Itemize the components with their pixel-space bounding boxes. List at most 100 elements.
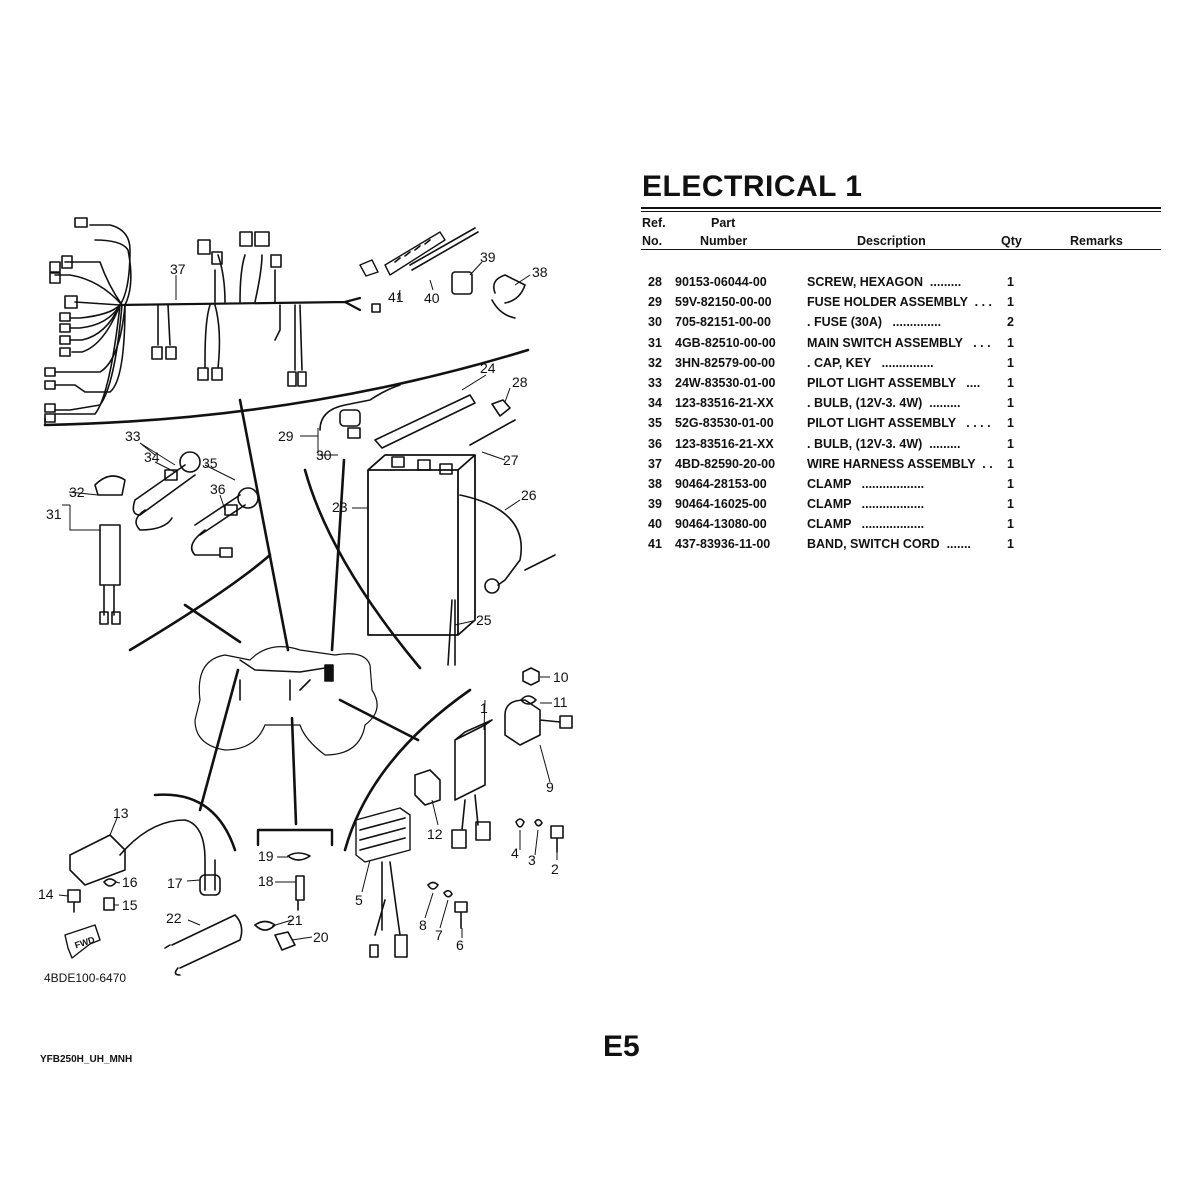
diagram-stroke xyxy=(49,261,61,273)
ref-cell: 40 xyxy=(648,517,662,532)
diagram-stroke xyxy=(44,380,56,390)
starter-relay-9-icon xyxy=(504,699,561,746)
diagram-stroke xyxy=(54,304,126,373)
washer-8-icon xyxy=(427,881,439,890)
key-cap-icon xyxy=(94,475,126,496)
diagram-stroke xyxy=(391,456,405,468)
callout-29: 29 xyxy=(278,428,294,444)
header-part-line2: Number xyxy=(700,234,748,248)
qty-cell: 1 xyxy=(1007,476,1014,491)
callout-7: 7 xyxy=(435,927,443,943)
fuse-holder-icon xyxy=(319,384,401,431)
diagram-stroke xyxy=(524,554,556,571)
diagram-stroke xyxy=(361,859,371,893)
diagram-stroke xyxy=(165,346,177,360)
header-ref-line1: Ref. xyxy=(642,216,666,230)
diagram-stroke xyxy=(461,794,479,831)
diagram-stroke xyxy=(539,744,551,783)
diagram-stroke xyxy=(59,323,71,333)
breather-25-icon xyxy=(447,599,456,666)
part-number-cell: 52G-83530-01-00 xyxy=(675,416,774,431)
description-cell: CLAMP .................. xyxy=(807,517,925,532)
qty-cell: 1 xyxy=(1007,295,1014,310)
qty-cell: 1 xyxy=(1007,275,1014,289)
washer-19-icon xyxy=(287,852,311,861)
diagram-stroke xyxy=(347,427,361,439)
clamp-39-icon xyxy=(451,271,473,295)
callout-25: 25 xyxy=(476,612,492,628)
diagram-stroke xyxy=(374,861,401,936)
part-number-cell: 59V-82150-00-00 xyxy=(675,295,772,310)
diagram-stroke xyxy=(239,679,311,701)
callout-6: 6 xyxy=(456,937,464,953)
screw-28-icon xyxy=(491,399,511,417)
qty-cell: 2 xyxy=(1007,315,1014,330)
ref-cell: 33 xyxy=(648,375,662,390)
diagram-stroke xyxy=(64,261,123,306)
diagram-stroke xyxy=(271,919,293,927)
callout-28: 28 xyxy=(512,374,528,390)
diagram-stroke xyxy=(44,403,56,413)
diagram-stroke xyxy=(139,442,176,466)
diagram-stroke xyxy=(198,668,240,812)
electrical-panel-outline xyxy=(343,688,472,852)
callout-13: 13 xyxy=(113,805,129,821)
ref-cell: 32 xyxy=(648,355,662,370)
diagram-stroke xyxy=(204,464,236,481)
diagram-stroke xyxy=(469,261,483,276)
description-cell: PILOT LIGHT ASSEMBLY .... xyxy=(807,375,981,390)
diagram-stroke xyxy=(109,817,118,836)
callout-17: 17 xyxy=(167,875,183,891)
exploded-parts-diagram: 37 41 40 39 38 33 34 35 36 32 31 29 30 2… xyxy=(38,217,573,985)
description-cell: MAIN SWITCH ASSEMBLY . . . xyxy=(807,335,991,350)
bolt-15-icon xyxy=(103,897,115,911)
diagram-stroke xyxy=(199,874,221,896)
ground-lead-22-icon xyxy=(164,914,243,976)
diagram-stroke xyxy=(219,494,226,511)
callout-16: 16 xyxy=(122,874,138,890)
bolt-14-icon xyxy=(67,889,81,913)
page-title: ELECTRICAL 1 xyxy=(642,170,863,203)
diagram-stroke xyxy=(64,295,78,309)
clamp-40-icon xyxy=(409,227,479,271)
qty-cell: 1 xyxy=(1007,517,1014,532)
header-rule xyxy=(641,249,1161,250)
diagram-stroke xyxy=(187,919,201,926)
qty-cell: 1 xyxy=(1007,335,1014,350)
battery-cable-27-icon xyxy=(469,419,516,446)
callout-15: 15 xyxy=(122,897,138,913)
callout-19: 19 xyxy=(258,848,274,864)
diagram-stroke xyxy=(274,304,281,341)
part-number-cell: 4GB-82510-00-00 xyxy=(675,335,776,350)
diagram-stroke xyxy=(154,461,176,473)
diagram-stroke xyxy=(394,239,431,263)
qty-cell: 1 xyxy=(1007,396,1014,411)
diagram-stroke xyxy=(359,817,406,851)
switch-panel-outline xyxy=(128,553,272,652)
callout-20: 20 xyxy=(313,929,329,945)
diagram-stroke xyxy=(290,716,298,826)
diagram-stroke xyxy=(504,387,511,403)
description-cell: WIRE HARNESS ASSEMBLY . . xyxy=(807,456,993,471)
diagram-stroke xyxy=(219,547,233,558)
ref-cell: 31 xyxy=(648,335,662,350)
callout-14: 14 xyxy=(38,886,54,902)
callout-8: 8 xyxy=(419,917,427,933)
ref-cell: 29 xyxy=(648,295,662,310)
cdi-unit-1-icon xyxy=(454,719,493,801)
description-cell: . BULB, (12V-3. 4W) ......... xyxy=(807,396,961,411)
ignition-coil-13-icon xyxy=(69,834,126,886)
callout-26: 26 xyxy=(521,487,537,503)
callout-23: 23 xyxy=(332,499,348,515)
description-cell: CLAMP .................. xyxy=(807,476,925,491)
bolt-20-icon xyxy=(274,931,296,951)
pilot-light-33-icon xyxy=(132,464,196,516)
diagram-stroke xyxy=(338,698,420,742)
washer-16-icon xyxy=(103,878,117,887)
diagram-stroke xyxy=(68,491,99,496)
